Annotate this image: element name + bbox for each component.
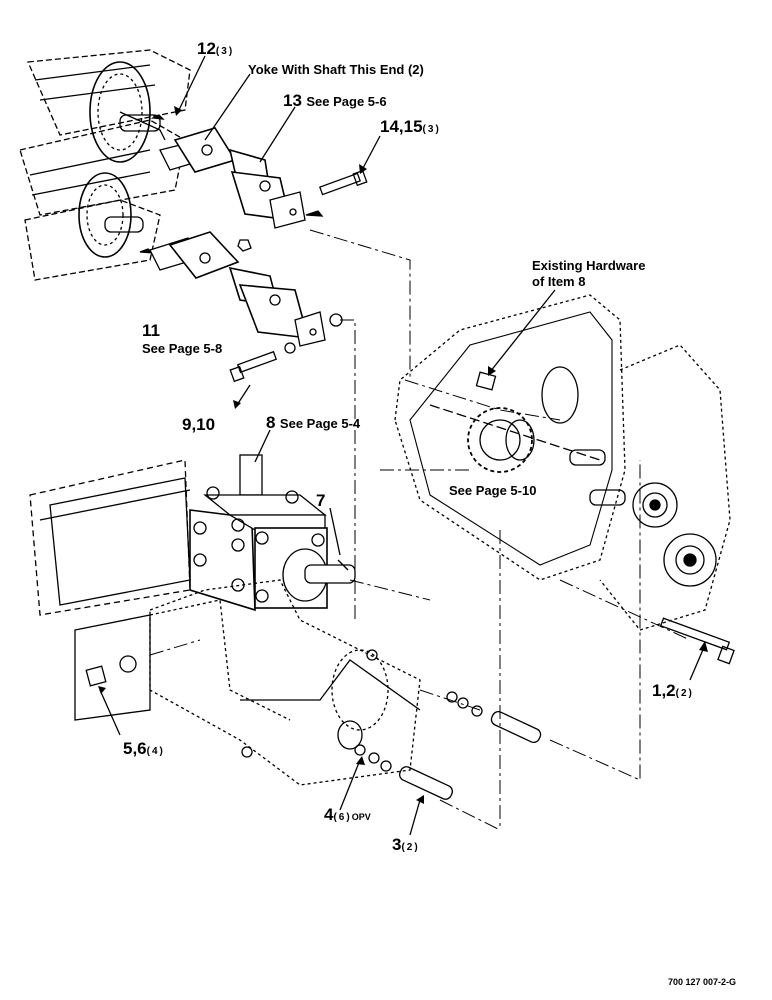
leader-lines [99,55,706,836]
callout-4: 4(6)OPV [324,806,371,824]
callout-7: 7 [316,491,326,510]
long-bolt-1 [659,617,735,665]
spacer-3-lower [354,744,454,800]
drawing-code: 700 127 007-2-G [668,977,737,987]
case-sprocket [429,404,626,506]
bearing-lower [663,533,717,587]
callout-1-number: 1,2 [652,681,676,700]
upper-sprocket [89,61,166,163]
callout-5-number: 5,6 [123,739,147,758]
callout-12-number: 12 [197,39,216,58]
callout-8-see: See Page 5-4 [279,416,361,431]
bolt-14 [237,169,368,252]
callout-11-number: 11 [142,321,160,340]
bolt-5 [85,655,137,687]
lower-drive-shaft-11 [149,231,343,354]
upper-drive-shaft-13 [159,127,324,229]
callout-4-suffix: OPV [351,812,371,822]
callout-5: 5,6(4) [123,740,165,758]
callout-14-qty: (3) [422,124,441,135]
callout-13-see: See Page 5-6 [306,94,387,109]
chain-case-solid [409,311,613,566]
callout-4-number: 4 [324,805,334,824]
yoke-note: Yoke With Shaft This End (2) [248,62,424,77]
lower-sprocket [78,172,156,258]
mount-frame [29,459,291,721]
callout-1-qty: (2) [675,688,694,699]
callout-8: 8 See Page 5-4 [266,414,360,432]
leader-arrowheads [98,106,708,804]
callout-12: 12(3) [197,40,234,58]
see-page-5-10: See Page 5-10 [449,483,537,498]
callout-14-number: 14,15 [380,117,423,136]
callout-11: 11 See Page 5-8 [142,322,222,355]
callout-4-qty: (6) [333,812,352,823]
callout-3-qty: (2) [401,842,420,853]
bracket-plate [149,579,421,786]
spacer-3-upper [446,691,542,744]
callout-12-qty: (3) [215,46,235,57]
callout-8-number: 8 [266,413,276,432]
gearbox-8 [189,454,356,612]
existing-hardware-nut [475,371,497,391]
bearing-upper [632,482,678,528]
existing-hardware-line1: Existing Hardware [532,258,646,273]
assembly-lines [149,229,691,831]
callout-3: 3(2) [392,836,420,854]
callout-11-see: See Page 5-8 [142,341,223,356]
callout-1: 1,2(2) [652,682,694,700]
callout-5-qty: (4) [146,746,165,757]
existing-hardware-note: Existing Hardware of Item 8 [532,258,645,290]
callout-14: 14,15(3) [380,118,441,136]
existing-hardware-line2: of Item 8 [532,274,586,289]
bolt-9 [229,350,278,383]
chain-case [394,294,731,631]
callout-3-number: 3 [392,835,402,854]
callout-13: 13 See Page 5-6 [283,92,387,110]
callout-9: 9,10 [182,415,216,434]
callout-13-number: 13 [283,91,302,110]
